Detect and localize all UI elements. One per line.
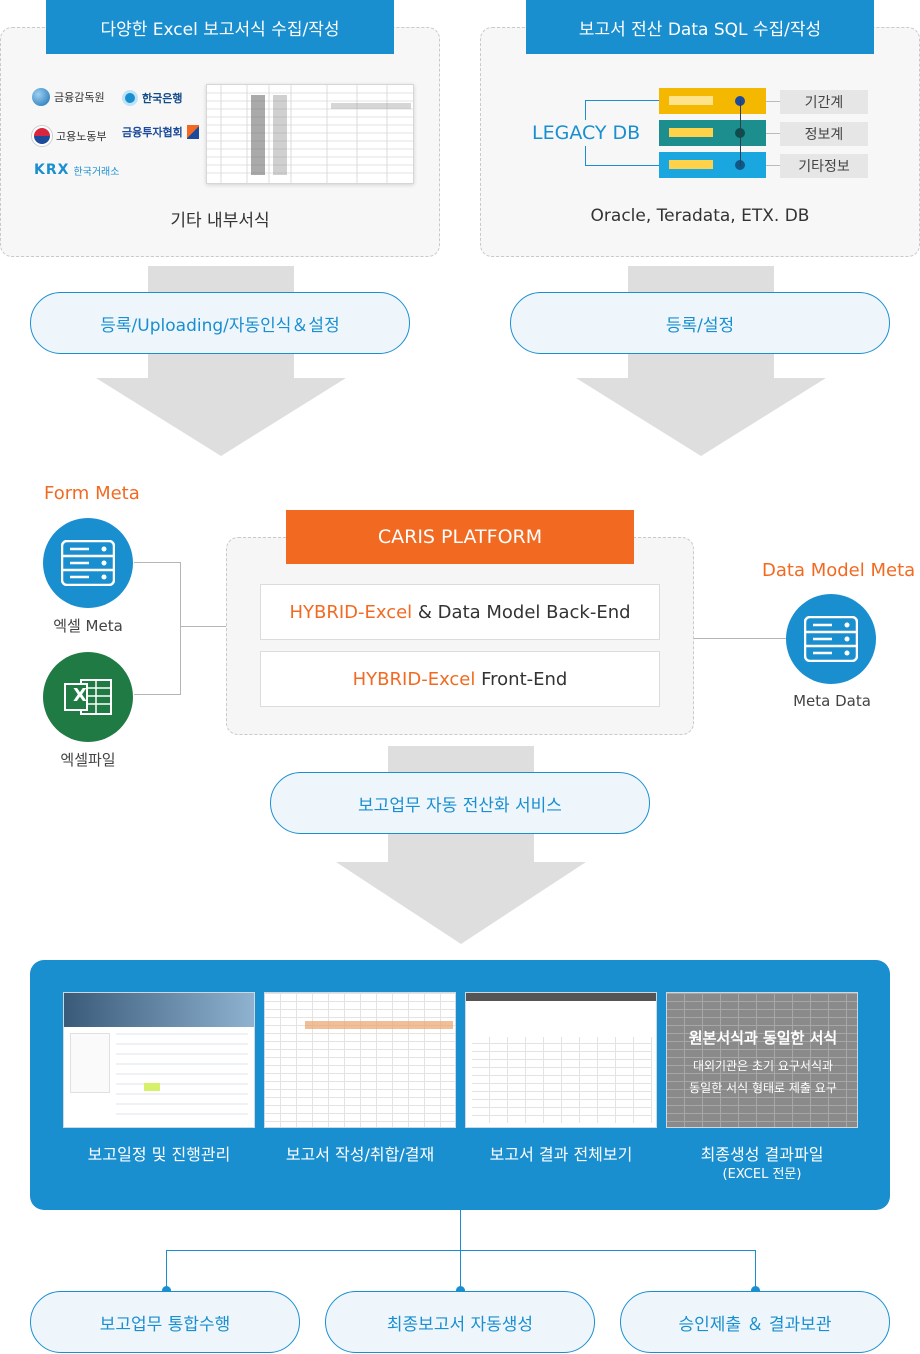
result-thumbnail[interactable] — [465, 992, 657, 1128]
db-tag-etc: 기타정보 — [780, 154, 868, 178]
connector-dot-center — [456, 1286, 465, 1295]
db-tag-link-3 — [766, 165, 782, 166]
legacy-db-label: LEGACY DB — [532, 122, 641, 144]
excel-meta-circle — [43, 518, 133, 608]
fss-logo: 금융감독원 — [32, 88, 105, 106]
db-layer-3 — [659, 152, 766, 178]
form-meta-connector-vert — [180, 562, 181, 695]
final-thumb-overlay-line2: 동일한 서식 형태로 제출 요구 — [689, 1081, 837, 1095]
write-thumb-header — [305, 1021, 453, 1029]
form-meta-connector-mid — [180, 626, 226, 627]
upload-setup-pill[interactable]: 등록/Uploading/자동인식＆설정 — [30, 292, 410, 354]
register-setup-pill[interactable]: 등록/설정 — [510, 292, 890, 354]
connector-dot-right — [751, 1286, 760, 1295]
write-thumbnail[interactable] — [264, 992, 456, 1128]
schedule-thumb-header — [64, 993, 254, 1027]
db-bracket-vert-top — [585, 100, 586, 120]
db-source-tab: 보고서 전산 Data SQL 수집/작성 — [526, 0, 874, 54]
excel-icon-letter: X — [73, 685, 87, 706]
moel-logo: 고용노동부 — [32, 126, 107, 146]
server-icon — [61, 540, 115, 586]
meta-data-label: Meta Data — [793, 692, 871, 710]
excel-meta-label: 엑셀 Meta — [53, 617, 123, 635]
service-label-final-sub: (EXCEL 전문) — [722, 1167, 802, 1182]
db-tag-link-2 — [766, 133, 782, 134]
db-tag-info: 정보계 — [780, 122, 868, 146]
bottom-connector-right — [755, 1250, 756, 1292]
krx-logo: KRX 한국거래소 — [34, 162, 119, 178]
form-meta-label: Form Meta — [44, 483, 140, 504]
fss-icon — [32, 88, 50, 106]
db-bracket-vert-bottom — [585, 146, 586, 166]
bottom-connector-stem — [460, 1210, 461, 1292]
db-layer-3-bar — [669, 160, 713, 169]
service-label-result: 보고서 결과 전체보기 — [489, 1145, 633, 1164]
hybrid-frontend-rest: Front-End — [481, 668, 568, 690]
bottom-connector-bar — [166, 1250, 756, 1251]
db-tag-core: 기간계 — [780, 90, 868, 114]
schedule-thumb-accent — [144, 1083, 160, 1091]
taegeuk-icon — [32, 126, 52, 146]
spreadsheet-grid-icon — [207, 85, 413, 183]
form-meta-connector-top — [134, 562, 180, 563]
excel-file-label: 엑셀파일 — [60, 751, 116, 769]
form-meta-connector-bottom — [134, 694, 180, 695]
approval-archive-pill[interactable]: 승인제출 ＆ 결과보관 — [620, 1291, 890, 1353]
hybrid-frontend-row: HYBRID-Excel Front-End — [260, 651, 660, 707]
krx-mark: KRX — [34, 162, 70, 178]
service-label-schedule: 보고일정 및 진행관리 — [87, 1145, 231, 1164]
spreadsheet-thumbnail — [206, 84, 414, 184]
db-layer-1 — [659, 88, 766, 114]
kofia-logo: 금융투자협회 — [122, 124, 199, 140]
integrated-work-pill[interactable]: 보고업무 통합수행 — [30, 1291, 300, 1353]
db-source-caption: Oracle, Teradata, ETX. DB — [590, 206, 810, 226]
excel-source-tab: 다양한 Excel 보고서식 수집/작성 — [46, 0, 394, 54]
final-thumb-grid — [667, 993, 857, 1127]
moel-name: 고용노동부 — [56, 130, 107, 143]
service-label-write: 보고서 작성/취합/결재 — [285, 1145, 435, 1164]
db-bracket-bottom — [585, 165, 660, 166]
write-thumb-grid — [265, 993, 455, 1127]
bok-name: 한국은행 — [142, 92, 183, 105]
kofia-name: 금융투자협회 — [122, 126, 183, 139]
service-label-final: 최종생성 결과파일 — [700, 1145, 824, 1164]
db-bracket-top — [585, 100, 660, 101]
db-layer-2 — [659, 120, 766, 146]
db-tag-link-1 — [766, 101, 782, 102]
kofia-icon — [186, 125, 199, 139]
connector-dot-left — [162, 1286, 171, 1295]
excel-source-caption: 기타 내부서식 — [170, 211, 270, 231]
hybrid-backend-rest: & Data Model Back-End — [417, 601, 631, 623]
data-meta-connector — [694, 638, 786, 639]
krx-name: 한국거래소 — [73, 166, 120, 178]
auto-service-pill[interactable]: 보고업무 자동 전산화 서비스 — [270, 772, 650, 834]
result-thumb-topbar — [466, 993, 656, 1001]
excel-icon — [64, 679, 112, 715]
db-layer-2-bar — [669, 128, 713, 137]
schedule-thumbnail[interactable] — [63, 992, 255, 1128]
hybrid-backend-hybrid: HYBRID-Excel — [289, 601, 413, 623]
hybrid-frontend-hybrid: HYBRID-Excel — [352, 668, 476, 690]
bottom-connector-left — [166, 1250, 167, 1292]
final-thumb-overlay-title: 원본서식과 동일한 서식 — [688, 1029, 838, 1047]
caris-platform-title: CARIS PLATFORM — [286, 510, 634, 564]
data-model-meta-label: Data Model Meta — [762, 560, 916, 581]
schedule-thumb-calendar — [70, 1033, 110, 1093]
db-spine — [740, 100, 741, 166]
schedule-thumb-cards — [116, 1033, 248, 1123]
bok-logo: 한국은행 — [122, 90, 182, 106]
excel-file-circle: X — [43, 652, 133, 742]
final-file-thumbnail[interactable]: 원본서식과 동일한 서식 대외기관은 초기 요구서식과 동일한 서식 형태로 제… — [666, 992, 858, 1128]
auto-report-pill[interactable]: 최종보고서 자동생성 — [325, 1291, 595, 1353]
fss-name: 금융감독원 — [54, 91, 105, 104]
result-thumb-grid — [472, 1037, 652, 1123]
bok-icon — [122, 90, 138, 106]
final-thumb-overlay-line1: 대외기관은 초기 요구서식과 — [692, 1059, 834, 1073]
meta-data-circle — [786, 594, 876, 684]
hybrid-backend-row: HYBRID-Excel & Data Model Back-End — [260, 584, 660, 640]
database-server-icon — [804, 616, 858, 662]
db-layer-1-bar — [669, 96, 713, 105]
